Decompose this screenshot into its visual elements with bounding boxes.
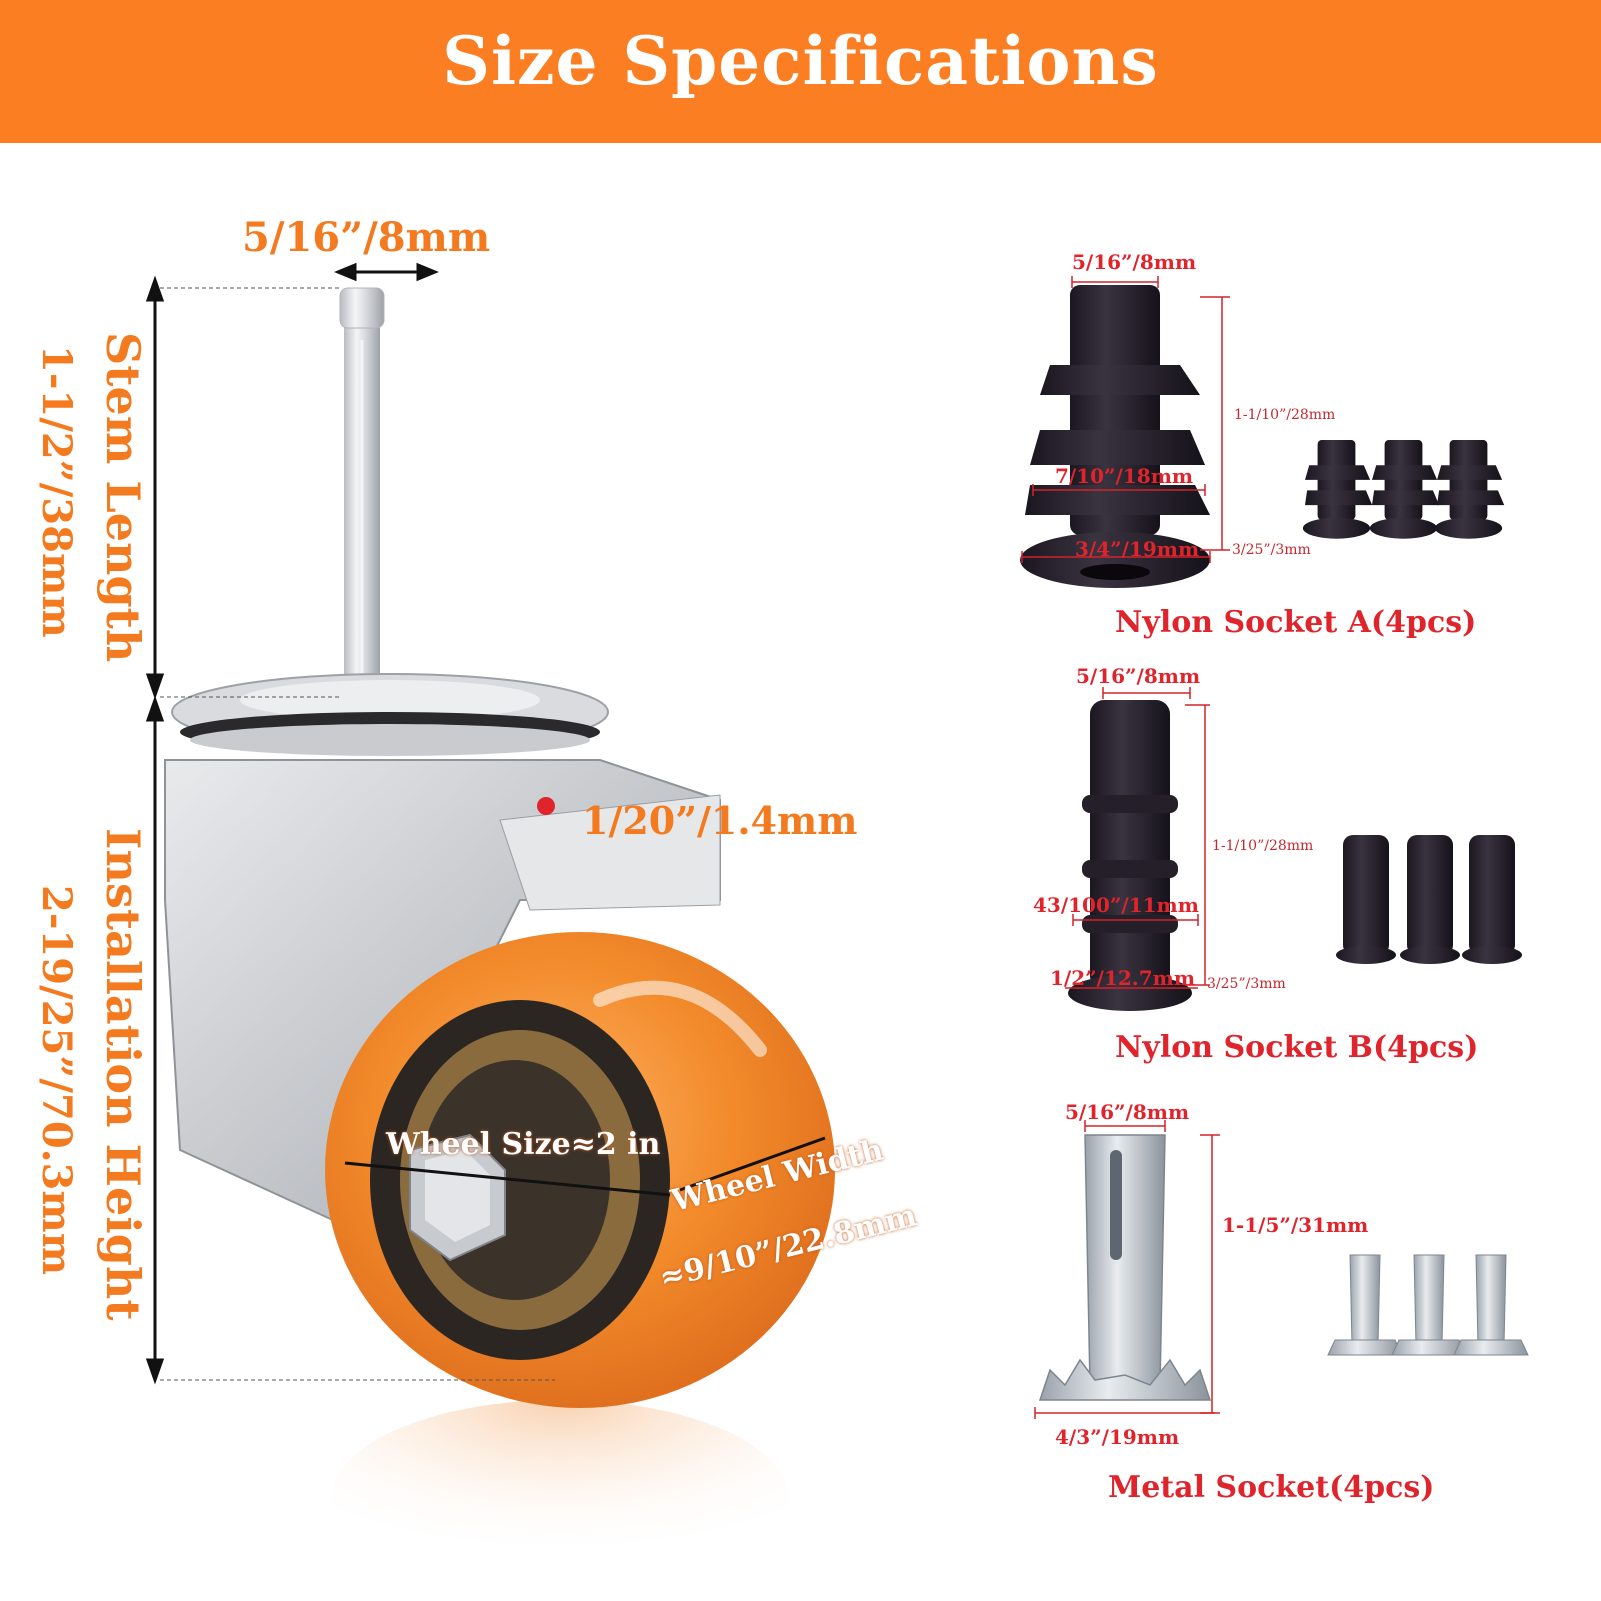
installation-height-title: Installation Height — [96, 828, 150, 1321]
socket-a-small-set — [1302, 440, 1505, 539]
socket-a-name: Nylon Socket A(4pcs) — [1115, 605, 1477, 640]
socket-a-top-diameter: 5/16”/8mm — [1072, 250, 1197, 274]
socket-a-base-diameter: 3/4”/19mm — [1075, 537, 1200, 561]
socket-b-body-diameter: 43/100”/11mm — [1033, 893, 1199, 917]
metal-socket-length: 1-1/5”/31mm — [1222, 1213, 1369, 1237]
metal-socket-base-diameter: 4/3”/19mm — [1055, 1425, 1180, 1449]
caster-dimension-lines — [145, 262, 826, 1385]
socket-b-base-diameter: 1/2”/12.7mm — [1050, 966, 1195, 990]
socket-b-base-thickness: 3/25”/3mm — [1207, 976, 1286, 992]
plate-thickness-label: 1/20”/1.4mm — [582, 798, 858, 843]
socket-b-name: Nylon Socket B(4pcs) — [1115, 1030, 1479, 1065]
metal-socket-shape — [1038, 1134, 1212, 1401]
socket-a-shape — [1020, 285, 1210, 588]
metal-socket-name: Metal Socket(4pcs) — [1108, 1470, 1435, 1505]
installation-height-value: 2-19/25”/70.3mm — [33, 885, 80, 1276]
caster-illustration — [164, 287, 835, 1600]
socket-a-base-thickness: 3/25”/3mm — [1232, 542, 1311, 558]
wheel-size-label: Wheel Size≈2 in — [386, 1127, 661, 1162]
socket-a-length: 1-1/10”/28mm — [1234, 407, 1336, 423]
socket-b-top-diameter: 5/16”/8mm — [1076, 664, 1201, 688]
title-banner: Size Specifications — [0, 0, 1601, 143]
socket-b-length: 1-1/10”/28mm — [1212, 838, 1314, 854]
socket-a-fin-diameter: 7/10”/18mm — [1055, 464, 1194, 488]
stem-diameter-label: 5/16”/8mm — [242, 214, 491, 261]
stem-length-title: Stem Length — [96, 332, 150, 663]
page-title: Size Specifications — [442, 22, 1159, 100]
stem-length-value: 1-1/2”/38mm — [33, 345, 80, 638]
metal-socket-small-set — [1327, 1254, 1529, 1356]
socket-b-small-set — [1336, 835, 1522, 964]
socket-b-shape — [1068, 700, 1192, 1011]
plate-point-marker — [537, 797, 555, 815]
metal-socket-top-diameter: 5/16”/8mm — [1065, 1100, 1190, 1124]
